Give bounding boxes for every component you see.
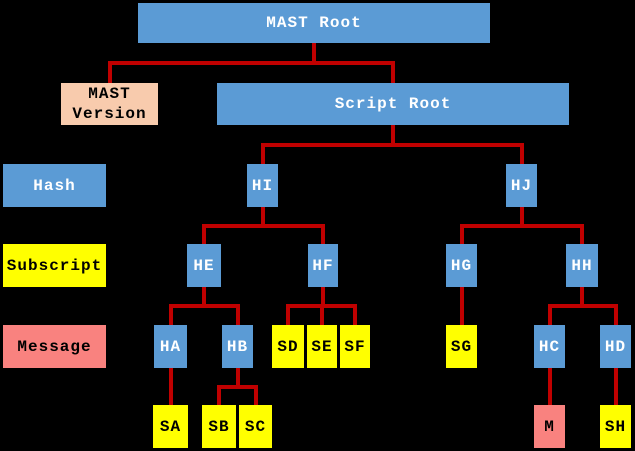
connector-hj-crossbar <box>459 224 584 228</box>
node-hi: HI <box>247 164 278 207</box>
connector-mast-root-drop-mast-version <box>107 65 112 83</box>
connector-script-root-stem <box>391 125 395 147</box>
node-sh: SH <box>600 405 631 448</box>
connector-hh-drop-hd <box>613 308 618 325</box>
connector-he-crossbar <box>168 304 240 308</box>
connector-hb-crossbar <box>217 385 258 389</box>
connector-script-root-drop-hi <box>260 147 265 164</box>
connector-hi-drop-he <box>202 228 206 244</box>
node-ha: HA <box>154 325 187 368</box>
connector-hj-drop-hh <box>580 228 584 244</box>
node-hd: HD <box>600 325 631 368</box>
connector-hf-crossbar <box>286 304 357 308</box>
node-he: HE <box>187 244 221 287</box>
connector-hi-crossbar <box>202 224 325 228</box>
node-hg: HG <box>446 244 477 287</box>
connector-hc-m-line <box>547 368 552 405</box>
connector-mast-root-stem <box>312 43 316 65</box>
connector-hh-drop-hc <box>547 308 552 325</box>
node-se: SE <box>307 325 337 368</box>
node-sc: SC <box>239 405 272 448</box>
connector-hg-sg-line <box>459 287 464 325</box>
connector-script-root-drop-hj <box>519 147 524 164</box>
node-sd: SD <box>272 325 304 368</box>
connector-hf-drop-sd <box>286 308 290 325</box>
connector-hf-drop-se <box>320 308 324 325</box>
connector-hf-drop-sf <box>353 308 357 325</box>
connector-hh-stem <box>580 287 584 308</box>
connector-hd-sh-line <box>613 368 618 405</box>
node-message-label: Message <box>3 325 106 368</box>
connector-hj-stem <box>519 207 524 228</box>
connector-hb-stem <box>235 368 240 389</box>
node-sg: SG <box>446 325 477 368</box>
connector-hb-drop-sc <box>253 389 258 405</box>
connector-hh-crossbar <box>547 304 618 308</box>
connector-hi-drop-hf <box>321 228 325 244</box>
connector-hf-stem <box>321 287 325 308</box>
node-script-root: Script Root <box>217 83 569 125</box>
node-sa: SA <box>153 405 188 448</box>
connector-hi-stem <box>260 207 265 228</box>
connector-mast-root-crossbar <box>107 61 395 65</box>
node-mast-version: MAST Version <box>61 83 158 125</box>
node-hj: HJ <box>506 164 537 207</box>
connector-ha-sa-line <box>168 368 173 405</box>
connector-he-drop-hb <box>235 308 240 325</box>
node-sf: SF <box>340 325 370 368</box>
connector-he-drop-ha <box>168 308 173 325</box>
connector-hj-drop-hg <box>459 228 464 244</box>
connector-he-stem <box>202 287 206 308</box>
node-hf: HF <box>308 244 338 287</box>
node-subscript-label: Subscript <box>3 244 106 287</box>
node-hc: HC <box>534 325 565 368</box>
connector-script-root-crossbar <box>260 143 524 147</box>
node-m: M <box>534 405 565 448</box>
connector-mast-root-drop-script-root <box>391 65 395 83</box>
node-hh: HH <box>566 244 598 287</box>
node-mast-root: MAST Root <box>138 3 490 43</box>
node-hb: HB <box>222 325 253 368</box>
connector-hb-drop-sb <box>217 389 221 405</box>
node-hash-label: Hash <box>3 164 106 207</box>
node-sb: SB <box>202 405 236 448</box>
